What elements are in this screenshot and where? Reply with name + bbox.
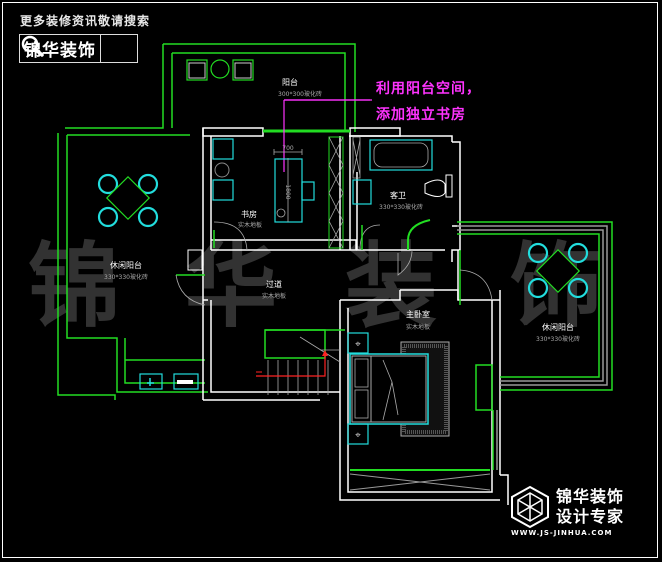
room-floor-leisure-left: 330*330玻化砖 [104, 274, 148, 281]
room-floor-master-bedroom: 实木地板 [405, 324, 431, 331]
table-set-left [97, 173, 159, 228]
room-floor-corridor: 实木地板 [261, 293, 287, 300]
room-name-leisure-left: 休闲阳台 [110, 261, 142, 270]
svg-text:⌖: ⌖ [355, 430, 361, 441]
search-hint: 更多装修资讯敬请搜索 [20, 14, 151, 28]
annotation-line-1: 利用阳台空间， [376, 81, 481, 97]
room-name-study: 书房 [241, 210, 257, 219]
logo-subtitle: 设计专家 [556, 507, 625, 526]
desk-width-dim: 700 [282, 145, 294, 152]
svg-text:1800: 1800 [284, 184, 291, 199]
cube-logo-icon [511, 485, 549, 529]
magnifier-icon [21, 35, 44, 57]
search-button[interactable] [21, 35, 137, 62]
table-set-right [527, 242, 589, 299]
logo-title: 锦华装饰 [556, 487, 625, 506]
search-box[interactable]: 锦华装饰 [19, 34, 138, 63]
room-floor-bathroom: 330*330玻化砖 [379, 204, 423, 211]
room-floor-study: 实木地板 [237, 222, 263, 229]
annotation-line-2: 添加独立书房 [376, 107, 466, 123]
room-floor-balcony: 300*300玻化砖 [278, 91, 322, 98]
room-name-balcony: 阳台 [282, 78, 298, 87]
room-floor-leisure-right: 330*330玻化砖 [536, 336, 580, 343]
svg-text:⌖: ⌖ [355, 339, 361, 350]
company-logo: 锦华装饰 设计专家 WWW.JS-JINHUA.COM [508, 483, 658, 543]
room-name-leisure-right: 休闲阳台 [542, 323, 574, 332]
room-name-corridor: 过道 [266, 280, 282, 289]
logo-url: WWW.JS-JINHUA.COM [511, 529, 613, 537]
room-name-master-bedroom: 主卧室 [406, 310, 430, 319]
room-name-bathroom: 客卫 [390, 191, 406, 200]
